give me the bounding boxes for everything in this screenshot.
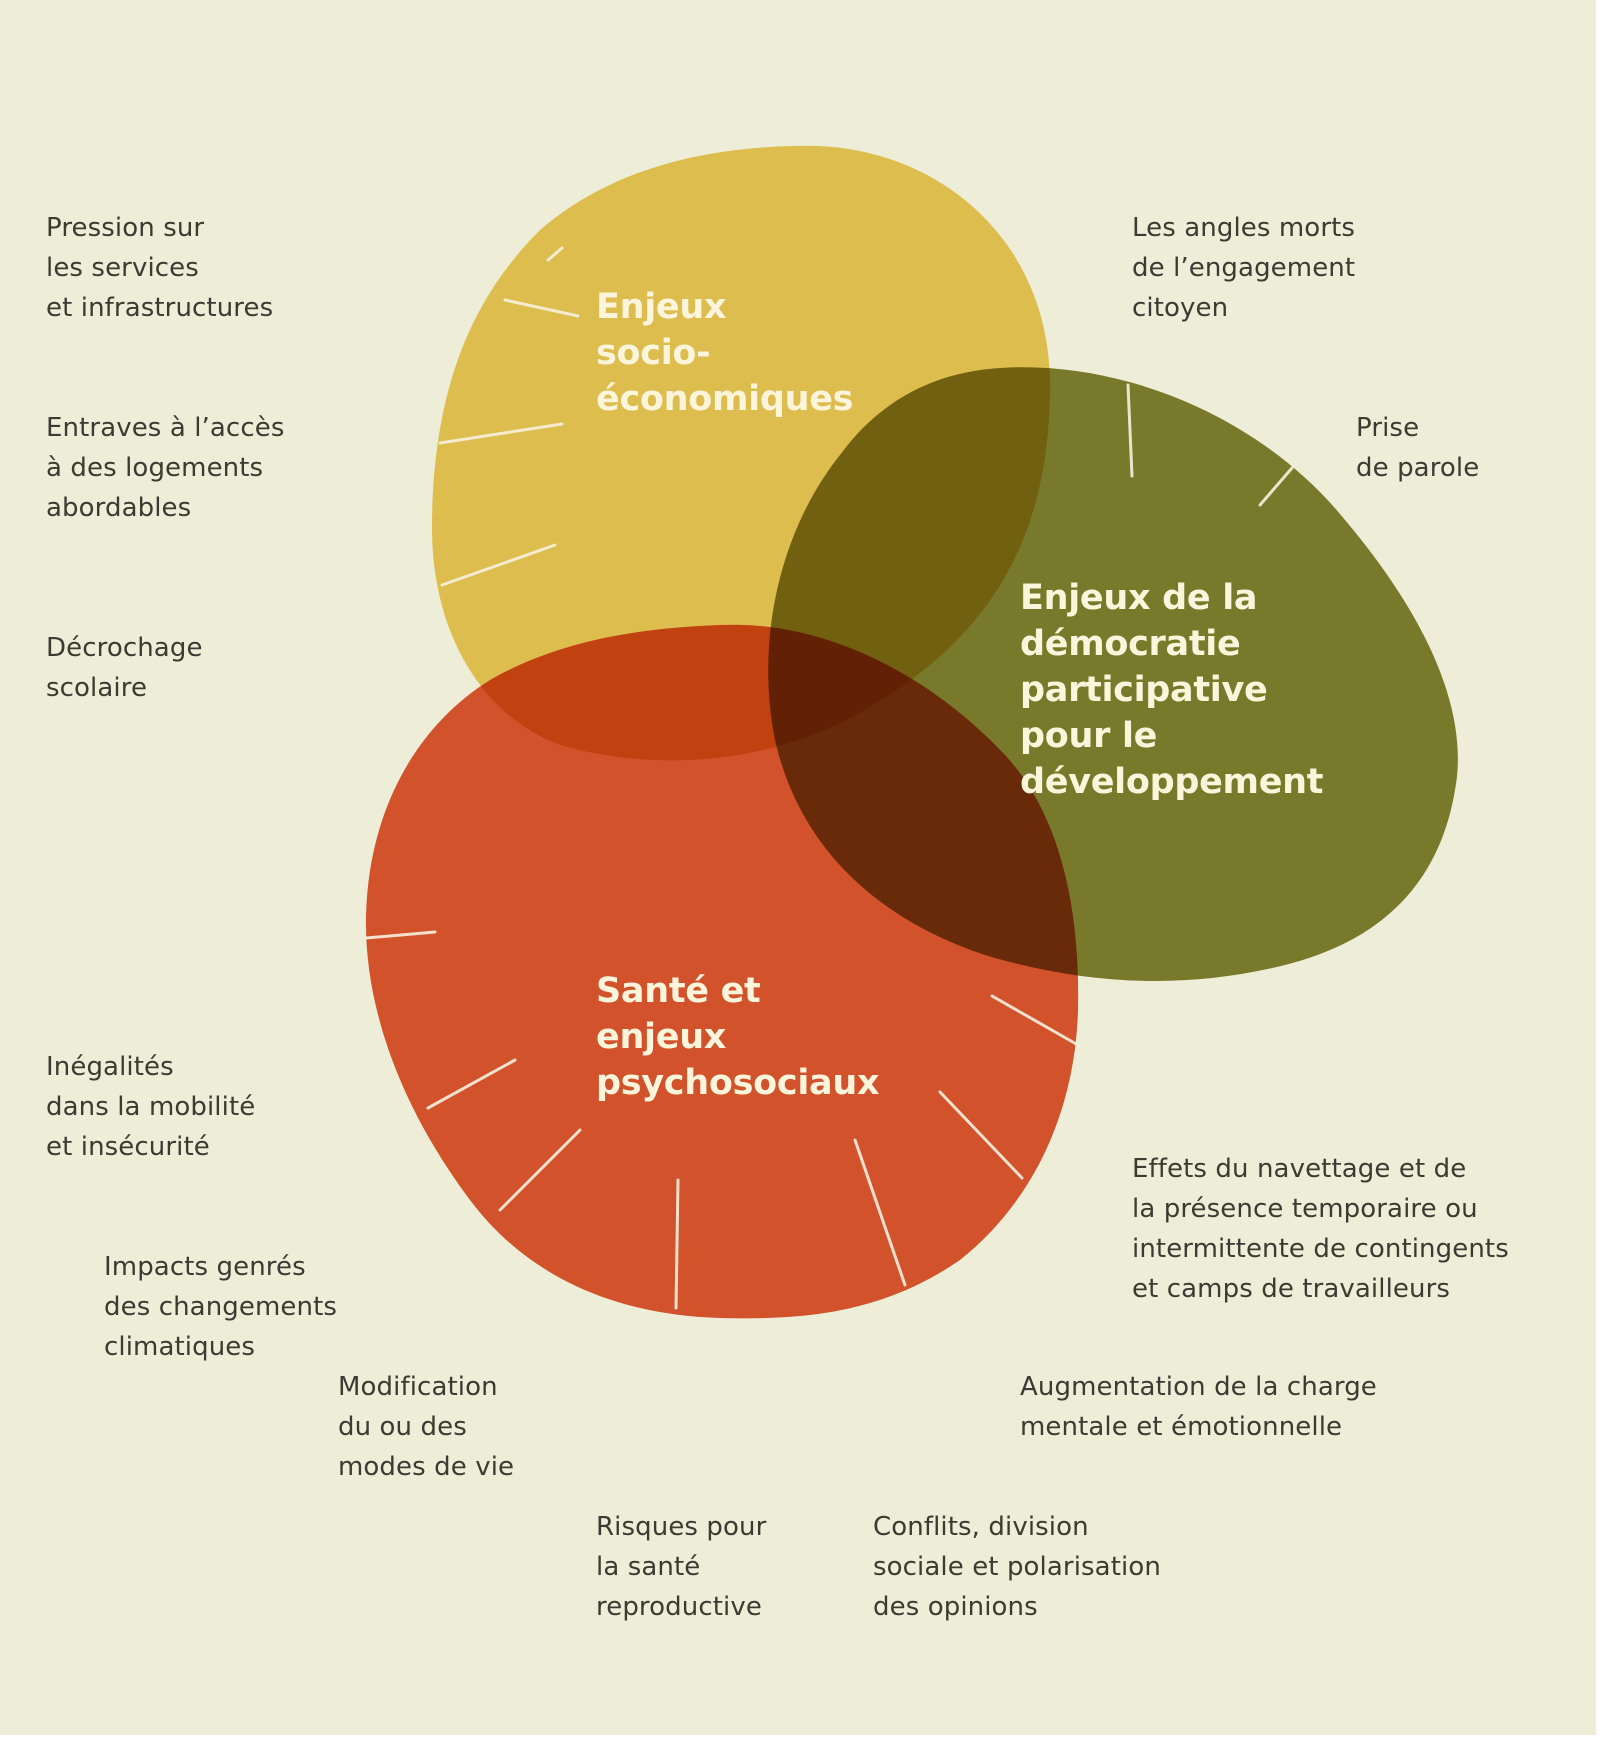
label-impacts-genres: Impacts genrés des changements climatiqu…	[104, 1252, 338, 1362]
brush-ticks	[364, 246, 1294, 1310]
tick-mark	[426, 1058, 517, 1110]
health-circle	[365, 624, 1079, 1319]
democracy-title: Enjeux de la démocratie participative po…	[1020, 578, 1324, 802]
tick-mark	[440, 543, 557, 587]
label-inegalites-mobilite: Inégalités dans la mobilité et insécurit…	[46, 1052, 256, 1162]
tick-mark	[364, 930, 437, 940]
tick-mark	[498, 1128, 582, 1212]
tick-mark	[438, 422, 564, 445]
health-title: Santé et enjeux psychosociaux	[596, 971, 880, 1103]
label-effets-navettage: Effets du navettage et de la présence te…	[1132, 1154, 1509, 1304]
label-conflits-division: Conflits, division sociale et polarisati…	[873, 1512, 1161, 1622]
socio-economic-title: Enjeux socio- économiques	[596, 287, 854, 419]
venn-diagram: Enjeux socio- économiques Enjeux de la d…	[0, 0, 1596, 1735]
label-decrochage-scolaire: Décrochage scolaire	[46, 633, 203, 703]
tick-mark	[503, 298, 580, 318]
tick-mark	[674, 1178, 680, 1310]
tick-mark	[1258, 466, 1294, 507]
label-pression-services: Pression sur les services et infrastruct…	[46, 213, 274, 323]
label-entraves-logements: Entraves à l’accès à des logements abord…	[46, 413, 285, 523]
tick-mark	[853, 1138, 907, 1287]
label-prise-de-parole: Prise de parole	[1356, 413, 1480, 483]
label-modification-modes-de-vie: Modification du ou des modes de vie	[338, 1372, 515, 1482]
tick-mark	[546, 246, 564, 262]
venn-graphic	[364, 145, 1458, 1319]
tick-mark	[990, 994, 1080, 1047]
label-angles-morts: Les angles morts de l’engagement citoyen	[1132, 213, 1356, 323]
label-charge-mentale: Augmentation de la charge mentale et émo…	[1020, 1372, 1377, 1442]
tick-mark	[1126, 383, 1134, 478]
label-risques-sante: Risques pour la santé reproductive	[596, 1512, 767, 1622]
tick-mark	[938, 1090, 1024, 1180]
